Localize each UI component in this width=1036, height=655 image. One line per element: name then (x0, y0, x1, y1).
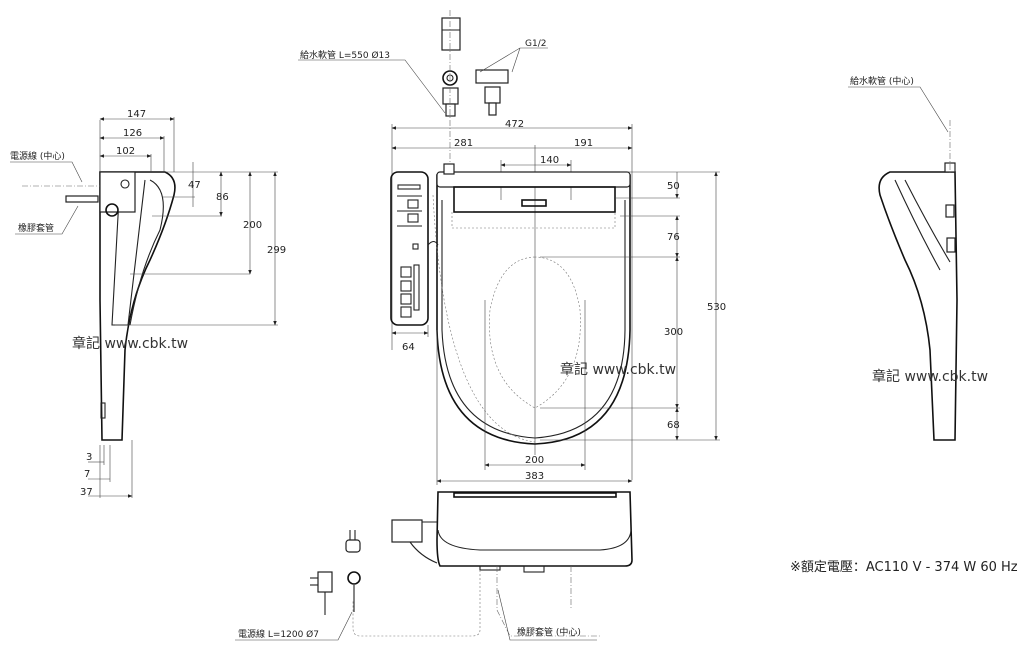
remote-buttons (397, 184, 422, 318)
label-power-cord-center: 電源線 (中心) (10, 150, 65, 162)
dim-76: 76 (667, 232, 680, 243)
label-water-hose-center: 給水軟管 (中心) (850, 75, 914, 87)
dim-147: 147 (127, 109, 146, 120)
right-side-view: 給水軟管 (中心) (848, 75, 958, 441)
dim-64: 64 (402, 342, 415, 353)
label-rubber-sleeve: 橡膠套管 (18, 222, 54, 234)
dim-126: 126 (123, 128, 142, 139)
dim-102: 102 (116, 146, 135, 157)
dim-86: 86 (216, 192, 229, 203)
left-side-view: 147 126 102 47 86 200 299 電源線 (中心) 橡膠套管 … (10, 109, 286, 498)
dim-200: 200 (243, 220, 262, 231)
dim-37: 37 (80, 487, 93, 498)
rated-voltage-spec: ※額定電壓：AC110 V - 374 W 60 Hz (790, 560, 1018, 575)
label-rubber-sleeve-center: 橡膠套管 (中心) (517, 626, 581, 638)
watermark-center: 章記 www.cbk.tw (560, 361, 676, 378)
dim-7: 7 (84, 469, 90, 480)
bottom-view: 電源線 L=1200 Ø7 橡膠套管 (中心) (235, 491, 633, 641)
dim-3: 3 (86, 452, 92, 463)
dim-300: 300 (664, 327, 683, 338)
label-power-cord: 電源線 L=1200 Ø7 (238, 628, 319, 640)
dim-281: 281 (454, 138, 473, 149)
dim-472: 472 (505, 119, 524, 130)
dim-47: 47 (188, 180, 201, 191)
label-g12-thread: G1/2 (525, 39, 546, 49)
label-water-hose: 給水軟管 L=550 Ø13 (300, 49, 390, 61)
watermark-right: 章記 www.cbk.tw (872, 368, 988, 385)
water-fittings: 給水軟管 L=550 Ø13 G1/2 472 (298, 10, 548, 175)
dim-530: 530 (707, 302, 726, 313)
dim-68: 68 (667, 420, 680, 431)
front-view: 281 191 140 64 (390, 124, 726, 485)
dim-50: 50 (667, 181, 680, 192)
watermark-left: 章記 www.cbk.tw (72, 335, 188, 352)
dim-299: 299 (267, 245, 286, 256)
dim-200: 200 (525, 455, 544, 466)
dim-383: 383 (525, 471, 544, 482)
dim-140: 140 (540, 155, 559, 166)
dim-191: 191 (574, 138, 593, 149)
